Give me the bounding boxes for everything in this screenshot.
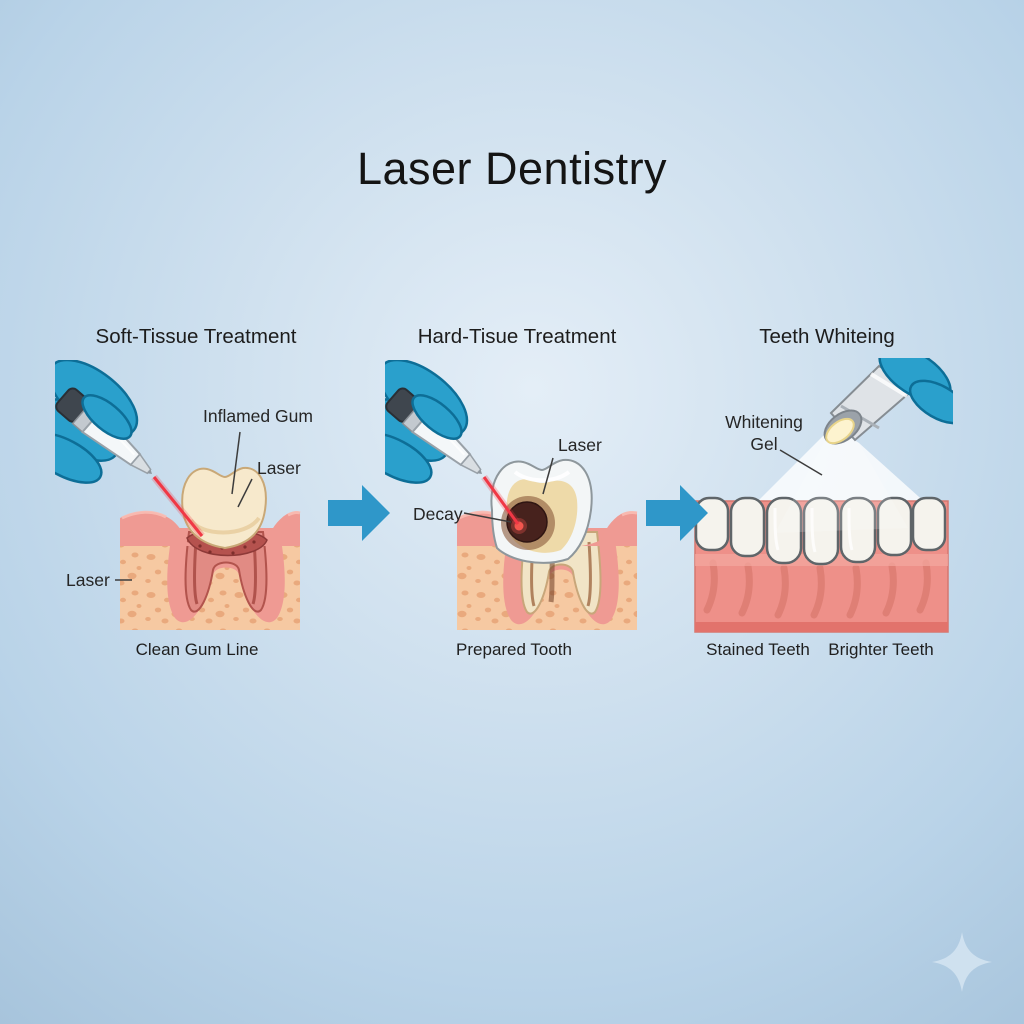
teeth-whitening-illustration xyxy=(694,358,953,633)
heading-teeth-whitening: Teeth Whiteing xyxy=(759,325,895,348)
tooth-crown xyxy=(181,466,267,550)
laser-beam xyxy=(481,474,521,527)
hard-tissue-illustration xyxy=(385,360,638,630)
label-laser-device: Laser xyxy=(66,570,110,590)
pointer-lines xyxy=(463,457,554,523)
flow-arrow-icon xyxy=(328,485,390,541)
pointer-lines xyxy=(115,431,253,581)
laser-beam xyxy=(151,474,205,539)
label-inflamed-gum: Inflamed Gum xyxy=(203,406,313,426)
thumb-grip xyxy=(81,394,133,440)
page-title: Laser Dentistry xyxy=(356,143,668,194)
label-decay: Decay xyxy=(413,504,463,524)
gum-band xyxy=(120,511,300,548)
gloved-hand xyxy=(878,358,953,425)
light-wash xyxy=(775,426,908,533)
caption-stained-teeth: Stained Teeth xyxy=(706,640,810,659)
pointer-lines xyxy=(779,449,823,476)
heading-soft-tissue: Soft-Tissue Treatment xyxy=(95,325,297,348)
heading-hard-tissue: Hard-Tisue Treatment xyxy=(417,325,617,348)
soft-tissue-illustration xyxy=(55,360,301,630)
label-whitening-gel: Whitening Gel xyxy=(725,412,803,454)
label-laser-soft: Laser xyxy=(257,458,301,478)
light-cone xyxy=(751,426,928,508)
caption-clean-gum-line: Clean Gum Line xyxy=(135,640,259,659)
thumb-grip xyxy=(411,394,463,440)
decay-cavity xyxy=(501,496,555,550)
caption-brighter-teeth: Brighter Teeth xyxy=(828,640,934,659)
label-laser-hard: Laser xyxy=(558,435,602,455)
teeth-highlights xyxy=(773,507,854,553)
caption-prepared-tooth: Prepared Tooth xyxy=(456,640,572,659)
sparkle-icon xyxy=(932,932,992,992)
flow-arrow-icon xyxy=(646,485,708,541)
